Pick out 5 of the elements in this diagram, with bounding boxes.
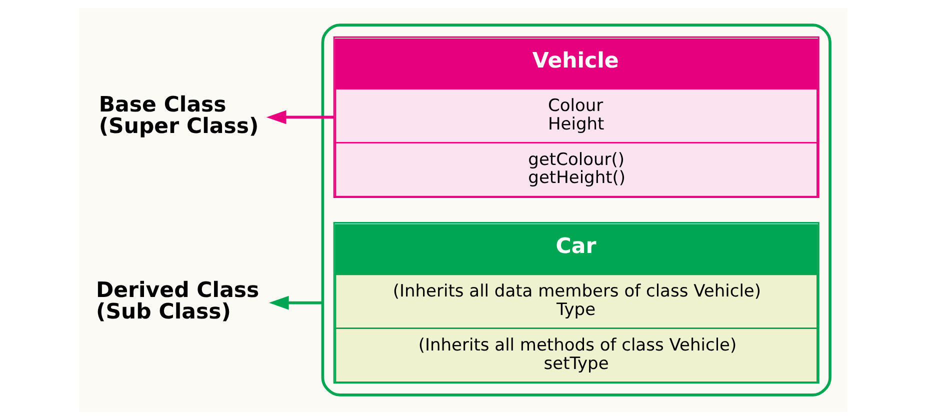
- node-text: Base Class (Super Class): [98, 92, 258, 139]
- arrow: [268, 296, 322, 310]
- node-text: Derived Class (Sub Class): [96, 278, 259, 324]
- cluster: [320, 24, 831, 396]
- arrow: [266, 110, 334, 124]
